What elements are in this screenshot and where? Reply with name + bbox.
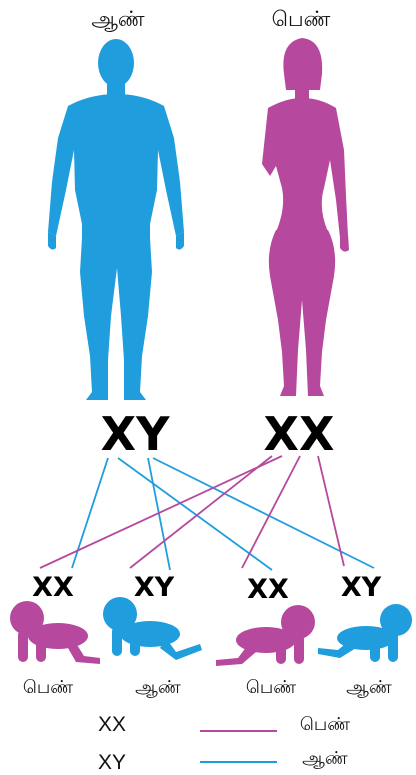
legend-code-male: XY: [98, 751, 126, 774]
line-mother-x-to-child3: [241, 455, 301, 569]
child3-chromosomes: XX: [247, 574, 289, 605]
mother-label: பெண்: [272, 7, 331, 31]
legend-code-female: XX: [98, 713, 126, 736]
child2-chromosomes: XY: [134, 572, 175, 603]
line-mother-x-to-child1: [39, 455, 283, 569]
line-mother-x-to-child2: [129, 455, 273, 569]
father-label: ஆண்: [91, 7, 145, 32]
child4-chromosomes: XY: [341, 572, 382, 603]
child3-label: பெண்: [246, 677, 296, 698]
child4-label: ஆண்: [346, 677, 392, 698]
father-chromosomes: XY: [101, 407, 170, 461]
line-father-y-to-child2: [147, 457, 171, 571]
male-silhouette: [48, 39, 184, 400]
line-father-y-to-child4: [152, 457, 375, 569]
baby-boy-2: [318, 604, 412, 662]
line-father-x-to-child3: [117, 457, 273, 571]
child2-label: ஆண்: [135, 677, 181, 698]
mother-chromosomes: XX: [264, 407, 335, 461]
legend-label-female: பெண்: [300, 714, 350, 735]
child1-label: பெண்: [23, 677, 73, 698]
baby-girl-1: [10, 601, 100, 664]
inheritance-lines: [39, 455, 375, 571]
line-mother-x-to-child4: [317, 455, 345, 567]
baby-boy-1: [103, 597, 202, 660]
female-silhouette: [262, 38, 349, 396]
legend-label-male: ஆண்: [302, 748, 348, 769]
child1-chromosomes: XX: [32, 572, 74, 603]
baby-girl-2: [216, 605, 315, 666]
legend: XX பெண் XY ஆண்: [98, 713, 350, 774]
